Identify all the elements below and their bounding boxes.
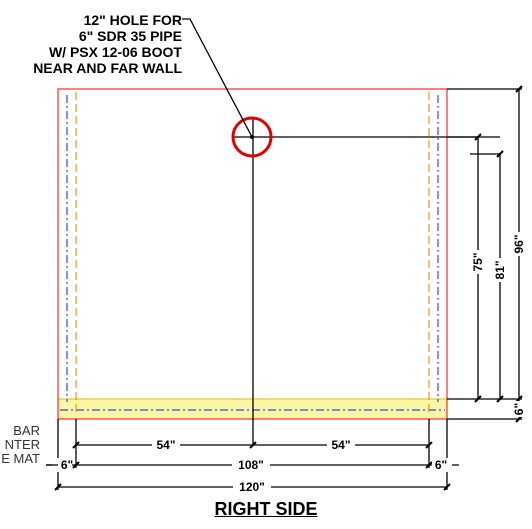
dimension-ticks: [54, 85, 523, 491]
left-note-line-2: NTER: [4, 437, 40, 452]
dim-label-6-right: 6": [435, 458, 447, 472]
callout-line-4: NEAR AND FAR WALL: [33, 60, 182, 76]
callout-line-1: 12" HOLE FOR: [83, 12, 182, 28]
dim-tick-v-1: [474, 395, 482, 403]
dim-label-120: 120": [239, 480, 265, 494]
left-note-line-1: BAR: [13, 423, 40, 438]
dim-tick-h-7: [54, 483, 62, 491]
dim-tick-h-0: [72, 441, 80, 449]
dim-label-54-right: 54": [331, 438, 350, 452]
dim-tick-h-5: [425, 461, 433, 469]
dim-label-108: 108": [238, 458, 264, 472]
dim-tick-h-8: [443, 483, 451, 491]
hole-callout-note: 12" HOLE FOR 6" SDR 35 PIPE W/ PSX 12-06…: [33, 12, 182, 76]
callout-leader: [182, 18, 253, 138]
callout-line-3: W/ PSX 12-06 BOOT: [48, 44, 182, 60]
dim-label-6-vertical: 6": [512, 403, 526, 415]
dim-tick-h-2: [425, 441, 433, 449]
dim-tick-h-1: [249, 441, 257, 449]
left-note-line-3: E MAT: [1, 451, 40, 466]
pipe-hole-circle: [231, 116, 273, 158]
callout-line-2: 6" SDR 35 PIPE: [78, 28, 182, 44]
dim-label-96: 96": [512, 234, 526, 253]
dim-label-75: 75": [471, 252, 485, 271]
dim-tick-v-2: [496, 150, 504, 158]
dim-label-54-left: 54": [156, 438, 175, 452]
dim-tick-v-0: [474, 133, 482, 141]
dim-label-6-left: 6": [61, 458, 73, 472]
view-title: RIGHT SIDE: [214, 499, 318, 519]
dim-tick-v-4: [515, 85, 523, 93]
dim-tick-v-3: [496, 395, 504, 403]
dim-tick-h-4: [72, 461, 80, 469]
dim-label-81: 81": [493, 260, 507, 279]
left-slab-note: BAR NTER E MAT: [1, 424, 40, 466]
